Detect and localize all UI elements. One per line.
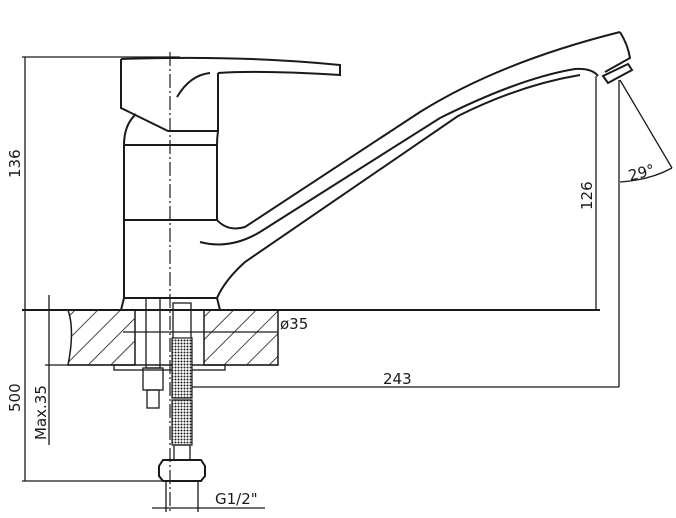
hose-length-label: 500: [6, 383, 24, 412]
spout-reach-label: 243: [383, 370, 412, 388]
dimension-lines: [22, 56, 673, 512]
spout-angle-label: 29°: [626, 161, 656, 185]
flex-hose: [158, 302, 206, 482]
total-height-label: 136: [6, 149, 24, 178]
spout-height-label: 126: [578, 181, 596, 210]
max-thickness-label: Max.35: [32, 385, 50, 440]
thread-label: G1/2": [215, 490, 258, 508]
spout: [199, 31, 634, 299]
hole-diameter-label: ø35: [280, 315, 308, 333]
mounting-bolt: [142, 297, 164, 409]
faucet-body: [120, 56, 341, 311]
countertop-section: [22, 309, 600, 371]
